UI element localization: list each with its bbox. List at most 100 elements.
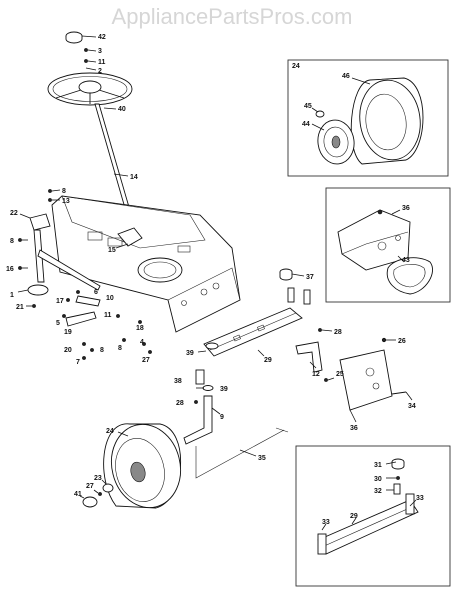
inset-bracket-hole-2 [395, 235, 401, 241]
front-axle-edge [209, 312, 297, 351]
bolt-3 [84, 48, 88, 52]
nut-27 [148, 350, 152, 354]
leader-44 [311, 123, 325, 131]
leader-29b [351, 517, 357, 525]
bolt-8a [48, 189, 52, 193]
leader-33b [409, 499, 417, 507]
callout-42: 42 [98, 34, 106, 41]
steering-wheel-hub [78, 80, 102, 94]
pin-28a [318, 328, 322, 332]
inset-rim-inner [323, 126, 349, 158]
callout-17: 17 [56, 298, 64, 305]
inset-bolt-32 [393, 483, 401, 495]
callout-33: 33 [322, 519, 330, 526]
callout-20: 20 [64, 347, 72, 354]
leader-27b [93, 489, 99, 494]
callout-8: 8 [62, 188, 66, 195]
callout-18: 18 [136, 325, 144, 332]
leader-46 [351, 77, 371, 85]
callout-29: 29 [264, 357, 272, 364]
inset-washer-30 [396, 476, 400, 480]
callout-8: 8 [10, 238, 14, 245]
axle-slot-2 [257, 324, 265, 332]
callout-32: 32 [374, 488, 382, 495]
leader-31 [385, 461, 397, 465]
inset-spindle-33a [317, 533, 327, 555]
callout-11: 11 [104, 312, 112, 319]
callout-37: 37 [306, 274, 314, 281]
bolt-18 [138, 320, 142, 324]
bushing-17 [66, 298, 70, 302]
frame-center-hole-inner [143, 261, 177, 279]
callout-43: 43 [402, 257, 410, 264]
callout-30: 30 [374, 476, 382, 483]
bolt-34 [391, 391, 407, 395]
leader-43 [397, 255, 405, 263]
tire-sidewall [111, 423, 181, 509]
bolt-8d [122, 338, 126, 342]
bushing-39b [202, 385, 214, 391]
callout-28: 28 [176, 400, 184, 407]
leader-36b [391, 209, 401, 215]
callout-3: 3 [98, 48, 102, 55]
bolt-8b [18, 238, 22, 242]
pin-27b [98, 492, 102, 496]
bushing-39a [205, 342, 219, 350]
leader-41 [79, 495, 85, 499]
nut-11 [84, 59, 88, 63]
front-axle [203, 307, 303, 357]
bushing-13 [48, 198, 52, 202]
callout-33: 33 [416, 495, 424, 502]
callout-46: 46 [342, 73, 350, 80]
callout-25: 25 [336, 371, 344, 378]
bolt-11b [116, 314, 120, 318]
axle-bracket-36 [339, 349, 393, 411]
leader-12 [309, 361, 317, 369]
inset-shield-inner [393, 264, 426, 288]
watermark-text: AppliancePartsPros.com [112, 4, 353, 29]
callout-11: 11 [98, 59, 106, 66]
leader-2 [85, 67, 97, 71]
bracket-22 [29, 213, 51, 231]
callout-14: 14 [130, 174, 138, 181]
tie-rod-35 [195, 429, 285, 479]
frame-hole-2 [212, 282, 220, 290]
bracket-hole-1 [365, 367, 375, 377]
callout-38: 38 [174, 378, 182, 385]
leader-35 [239, 449, 257, 457]
callout-12: 12 [312, 371, 320, 378]
inset-tire-inner [365, 93, 407, 151]
spindle-12 [295, 341, 323, 373]
inset-spindle-33b [405, 493, 415, 515]
wheel-spoke-left [55, 89, 82, 99]
callout-31: 31 [374, 462, 382, 469]
callout-1: 1 [10, 292, 14, 299]
tire-rim [115, 438, 165, 502]
steering-cap-side [65, 36, 83, 44]
bracket-hole-2 [372, 382, 380, 390]
bolt-8c [90, 348, 94, 352]
chassis-frame [51, 195, 241, 333]
steering-gear-sector [117, 227, 143, 247]
leader-39a [197, 350, 207, 353]
leader-42 [81, 35, 97, 38]
callout-6: 6 [94, 289, 98, 296]
bolt-7 [82, 356, 86, 360]
callout-34: 34 [408, 403, 416, 410]
callout-7: 7 [76, 359, 80, 366]
callout-44: 44 [302, 121, 310, 128]
callout-labels: 42 3 11 2 40 14 8 13 22 8 15 16 1 21 17 … [6, 34, 424, 526]
wheel-spoke-right [98, 89, 125, 99]
nut-25 [324, 378, 328, 382]
steering-wheel-assembly [47, 31, 133, 230]
leader-34 [405, 391, 413, 401]
callout-2: 2 [98, 68, 102, 75]
link-19 [65, 311, 97, 327]
inset-cap-31-side [391, 462, 405, 470]
inset-bracket-bolt [377, 209, 383, 215]
callout-21: 21 [16, 304, 24, 311]
callout-26: 26 [398, 338, 406, 345]
steering-linkage [17, 189, 152, 360]
leader-29 [257, 349, 265, 357]
